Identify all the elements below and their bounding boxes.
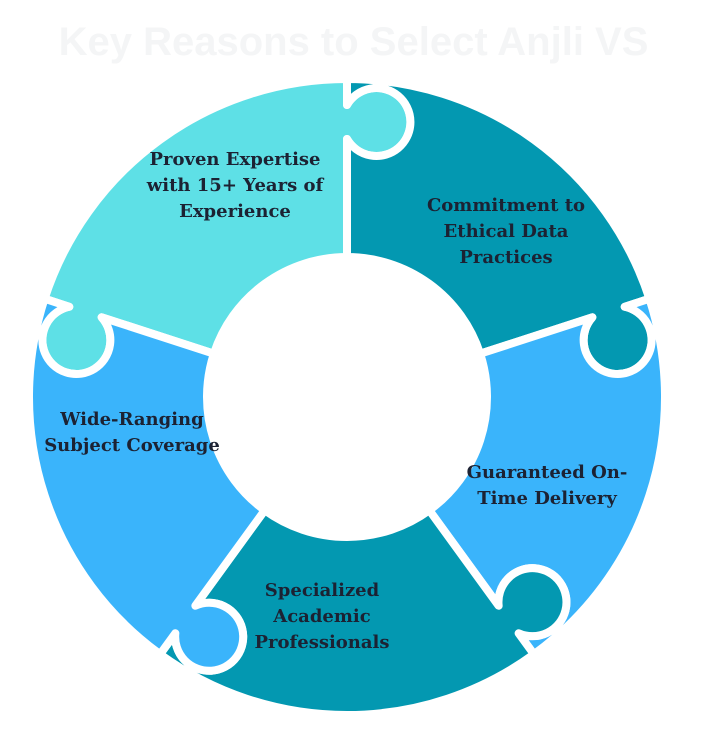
label-line: Academic [272,606,371,627]
label-line: Ethical Data [444,221,569,242]
label-line: Commitment to [427,195,585,216]
puzzle-piece-5 [25,294,269,675]
label-line: Time Delivery [477,488,617,509]
infographic-title: Key Reasons to Select Anjli VS [58,20,649,64]
label-line: Subject Coverage [44,435,220,456]
label-line: Specialized [265,580,380,601]
label-line: with 15+ Years of [146,175,325,196]
label-line: Professionals [254,632,389,653]
label-line: Proven Expertise [150,149,321,170]
puzzle-piece-1-label: Proven Expertise with 15+ Years of Experie… [146,149,325,222]
puzzle-piece-3-label: Guaranteed On- Time Delivery [467,462,628,509]
label-line: Experience [179,201,291,222]
label-line: Wide-Ranging [59,409,204,430]
label-line: Practices [459,247,552,268]
label-line: Guaranteed On- [467,462,628,483]
